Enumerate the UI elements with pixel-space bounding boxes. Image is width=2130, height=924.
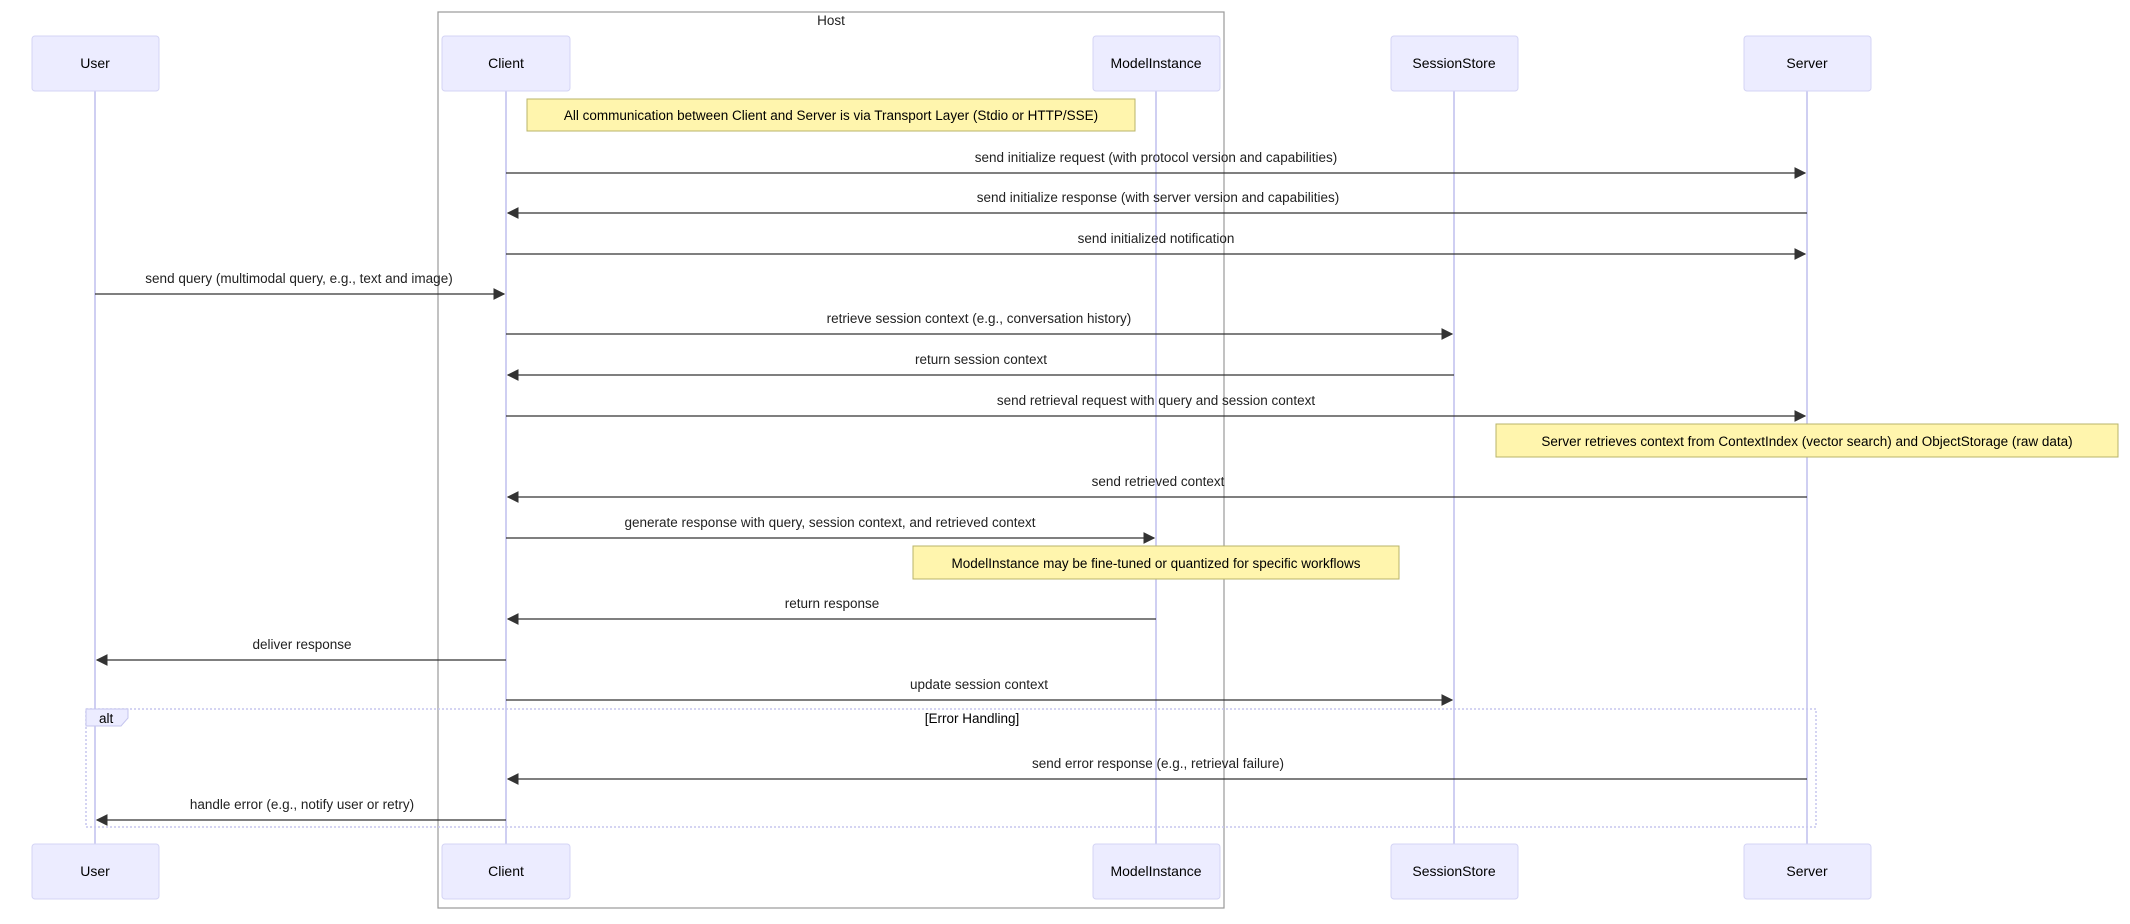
message-label: send initialized notification bbox=[1078, 231, 1235, 246]
participant-client-bottom[interactable]: Client bbox=[441, 843, 571, 900]
message-label: return session context bbox=[915, 352, 1047, 367]
alt-fragment: alt [Error Handling] bbox=[85, 708, 1817, 828]
message-7: send retrieval request with query and se… bbox=[506, 393, 1807, 422]
participant-label: SessionStore bbox=[1412, 55, 1495, 71]
participant-user-bottom[interactable]: User bbox=[31, 843, 160, 900]
message-label: retrieve session context (e.g., conversa… bbox=[827, 311, 1132, 326]
participant-label: User bbox=[80, 55, 110, 71]
participant-server-bottom[interactable]: Server bbox=[1743, 843, 1872, 900]
note-text: All communication between Client and Ser… bbox=[564, 108, 1098, 123]
participant-label: ModelInstance bbox=[1110, 863, 1201, 879]
alt-frame bbox=[85, 708, 1817, 828]
message-1: send initialize request (with protocol v… bbox=[506, 150, 1807, 179]
message-label: send retrieved context bbox=[1092, 474, 1225, 489]
messages: send initialize request (with protocol v… bbox=[95, 150, 1807, 826]
participants-bottom: User Client ModelInstance SessionStore S… bbox=[31, 843, 1872, 900]
participant-label: ModelInstance bbox=[1110, 55, 1201, 71]
participant-label: Client bbox=[488, 863, 524, 879]
participant-label: Server bbox=[1786, 863, 1828, 879]
message-6: return session context bbox=[506, 352, 1454, 381]
participant-user-top[interactable]: User bbox=[31, 35, 160, 92]
participant-store-bottom[interactable]: SessionStore bbox=[1390, 843, 1519, 900]
message-11: deliver response bbox=[95, 637, 506, 666]
message-label: send error response (e.g., retrieval fai… bbox=[1032, 756, 1284, 771]
notes: All communication between Client and Ser… bbox=[526, 98, 2119, 580]
lifelines bbox=[94, 90, 1808, 845]
note-model-instance: ModelInstance may be fine-tuned or quant… bbox=[912, 545, 1400, 580]
message-label: send query (multimodal query, e.g., text… bbox=[145, 271, 452, 286]
host-box bbox=[437, 11, 1225, 909]
message-label: return response bbox=[785, 596, 880, 611]
message-label: deliver response bbox=[252, 637, 351, 652]
participant-label: SessionStore bbox=[1412, 863, 1495, 879]
message-label: send retrieval request with query and se… bbox=[997, 393, 1315, 408]
note-server-retrieval: Server retrieves context from ContextInd… bbox=[1495, 423, 2119, 458]
alt-condition: [Error Handling] bbox=[925, 711, 1020, 726]
alt-tag bbox=[85, 708, 129, 727]
participant-label: Client bbox=[488, 55, 524, 71]
message-label: update session context bbox=[910, 677, 1048, 692]
participant-model-top[interactable]: ModelInstance bbox=[1092, 35, 1221, 92]
participant-server-top[interactable]: Server bbox=[1743, 35, 1872, 92]
alt-label: alt bbox=[99, 711, 114, 726]
message-8: send retrieved context bbox=[506, 474, 1807, 503]
message-13: send error response (e.g., retrieval fai… bbox=[506, 756, 1807, 785]
message-14: handle error (e.g., notify user or retry… bbox=[95, 797, 506, 826]
message-5: retrieve session context (e.g., conversa… bbox=[506, 311, 1454, 340]
message-2: send initialize response (with server ve… bbox=[506, 190, 1807, 219]
message-4: send query (multimodal query, e.g., text… bbox=[95, 271, 506, 300]
participant-label: User bbox=[80, 863, 110, 879]
message-label: send initialize response (with server ve… bbox=[977, 190, 1339, 205]
host-boundary: Host bbox=[437, 11, 1225, 909]
message-3: send initialized notification bbox=[506, 231, 1807, 260]
message-label: handle error (e.g., notify user or retry… bbox=[190, 797, 414, 812]
participant-model-bottom[interactable]: ModelInstance bbox=[1092, 843, 1221, 900]
message-9: generate response with query, session co… bbox=[506, 515, 1156, 544]
message-label: generate response with query, session co… bbox=[625, 515, 1036, 530]
participant-label: Server bbox=[1786, 55, 1828, 71]
note-transport-layer: All communication between Client and Ser… bbox=[526, 98, 1136, 132]
message-10: return response bbox=[506, 596, 1156, 625]
message-12: update session context bbox=[506, 677, 1454, 706]
note-text: Server retrieves context from ContextInd… bbox=[1541, 434, 2072, 449]
participant-store-top[interactable]: SessionStore bbox=[1390, 35, 1519, 92]
message-label: send initialize request (with protocol v… bbox=[975, 150, 1337, 165]
participants-top: User Client ModelInstance SessionStore S… bbox=[31, 35, 1872, 92]
participant-client-top[interactable]: Client bbox=[441, 35, 571, 92]
note-text: ModelInstance may be fine-tuned or quant… bbox=[952, 556, 1361, 571]
host-label: Host bbox=[817, 13, 845, 28]
